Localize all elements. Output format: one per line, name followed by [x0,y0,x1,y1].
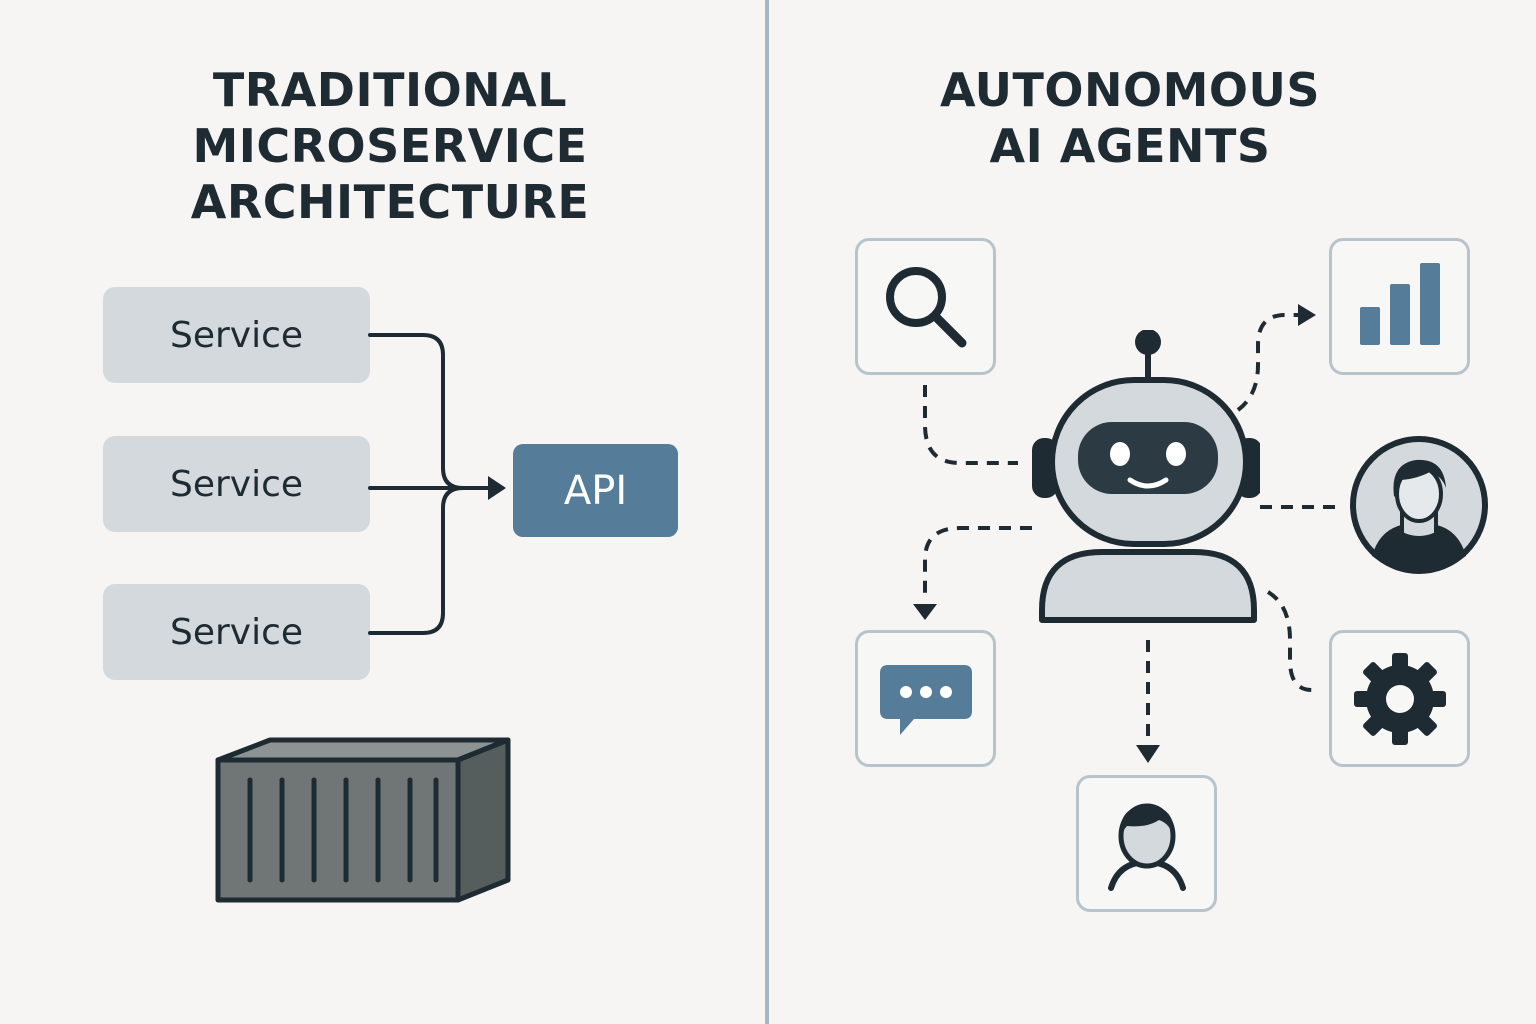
dash-search-to-robot [923,385,1018,465]
chat-bubble-icon [879,664,972,735]
robot-agent-icon[interactable] [1030,330,1260,630]
search-icon [885,266,966,347]
right-title-line-1: AUTONOMOUS [940,63,1320,117]
gear-icon [1353,652,1446,745]
search-tool-card[interactable] [855,238,996,375]
right-title-line-2: AI AGENTS [989,119,1271,173]
person-avatar-icon[interactable] [1350,436,1488,574]
service-box-1[interactable]: Service [103,287,370,383]
left-title-line-1: TRADITIONAL [212,63,568,117]
dash-robot-to-chat [923,526,1032,600]
gear-tool-card[interactable] [1329,630,1470,767]
chart-arrowhead [1298,304,1316,326]
left-title-line-3: ARCHITECTURE [190,175,590,229]
left-panel-title: TRADITIONAL MICROSERVICE ARCHITECTURE [140,62,640,230]
right-panel-title: AUTONOMOUS AI AGENTS [880,62,1380,174]
api-box[interactable]: API [513,444,678,537]
shipping-container-icon [215,737,511,903]
bar-chart-icon [1359,262,1440,345]
service-box-2[interactable]: Service [103,436,370,532]
dash-robot-to-gear [1266,590,1313,692]
user-arrowhead [1136,745,1160,763]
service-box-3[interactable]: Service [103,584,370,680]
panel-divider [765,0,769,1024]
chat-tool-card[interactable] [855,630,996,767]
connector-service-3 [368,486,465,635]
user-tool-card[interactable] [1076,775,1217,912]
chat-arrowhead [913,604,937,620]
connector-service-1 [368,333,465,490]
api-arrowhead [488,476,506,500]
chart-tool-card[interactable] [1329,238,1470,375]
user-icon [1107,803,1186,891]
left-title-line-2: MICROSERVICE [192,119,588,173]
